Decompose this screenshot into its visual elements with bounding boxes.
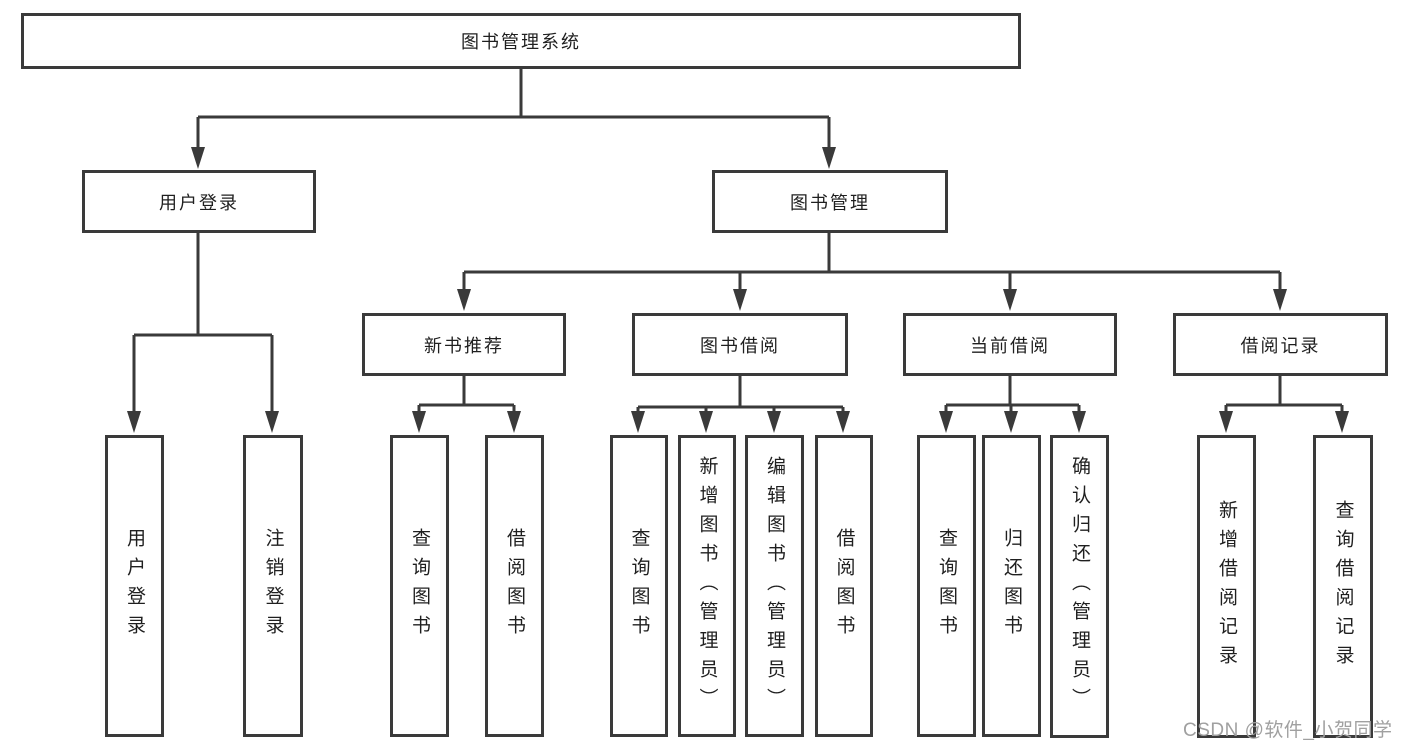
- node-label: 新增借阅记录: [1216, 499, 1237, 674]
- node-label: 用户登录: [159, 192, 239, 213]
- leaf-return-books: 归还图书: [982, 435, 1041, 737]
- leaf-edit-books-admin: 编辑图书（管理员）: [745, 435, 804, 737]
- leaf-add-books-admin: 新增图书（管理员）: [678, 435, 736, 737]
- node-label: 查询图书: [628, 528, 650, 644]
- node-label: 注销登录: [262, 528, 284, 644]
- leaf-query-books-1: 查询图书: [390, 435, 449, 737]
- leaf-borrow-books-2: 借阅图书: [815, 435, 873, 737]
- arrowheads: [127, 147, 1349, 433]
- node-label: 查询图书: [409, 528, 430, 644]
- node-label: 查询借阅记录: [1332, 499, 1354, 674]
- node-current-borrowing: 当前借阅: [903, 313, 1117, 376]
- leaf-borrow-books-1: 借阅图书: [485, 435, 544, 737]
- node-label: 图书管理: [790, 192, 870, 213]
- node-label: 编辑图书（管理员）: [764, 455, 785, 717]
- node-label: 用户登录: [124, 528, 145, 644]
- csdn-watermark: CSDN @软件_小贺同学: [1183, 720, 1393, 741]
- node-book-management: 图书管理: [712, 170, 948, 233]
- node-user-login: 用户登录: [82, 170, 316, 233]
- node-label: 图书管理系统: [461, 32, 581, 52]
- leaf-user-login: 用户登录: [105, 435, 164, 737]
- leaf-add-borrow-record: 新增借阅记录: [1197, 435, 1256, 738]
- node-label: 新书推荐: [424, 335, 504, 356]
- leaf-confirm-return-admin: 确认归还（管理员）: [1050, 435, 1109, 738]
- node-label: 查询图书: [936, 528, 957, 644]
- node-label: 归还图书: [1001, 528, 1022, 644]
- leaf-query-books-3: 查询图书: [917, 435, 976, 737]
- leaf-query-borrow-record: 查询借阅记录: [1313, 435, 1373, 738]
- node-label: 当前借阅: [970, 335, 1050, 356]
- node-library-system: 图书管理系统: [21, 13, 1021, 69]
- node-label: 图书借阅: [700, 335, 780, 356]
- node-label: 确认归还（管理员）: [1069, 456, 1090, 717]
- node-label: 新增图书（管理员）: [696, 455, 718, 717]
- node-borrowing-records: 借阅记录: [1173, 313, 1388, 376]
- node-label: 借阅图书: [504, 528, 525, 644]
- node-label: 借阅图书: [833, 528, 855, 644]
- leaf-logout: 注销登录: [243, 435, 303, 737]
- node-new-book-recommend: 新书推荐: [362, 313, 566, 376]
- leaf-query-books-2: 查询图书: [610, 435, 668, 737]
- node-label: 借阅记录: [1240, 335, 1321, 356]
- node-book-borrowing: 图书借阅: [632, 313, 848, 376]
